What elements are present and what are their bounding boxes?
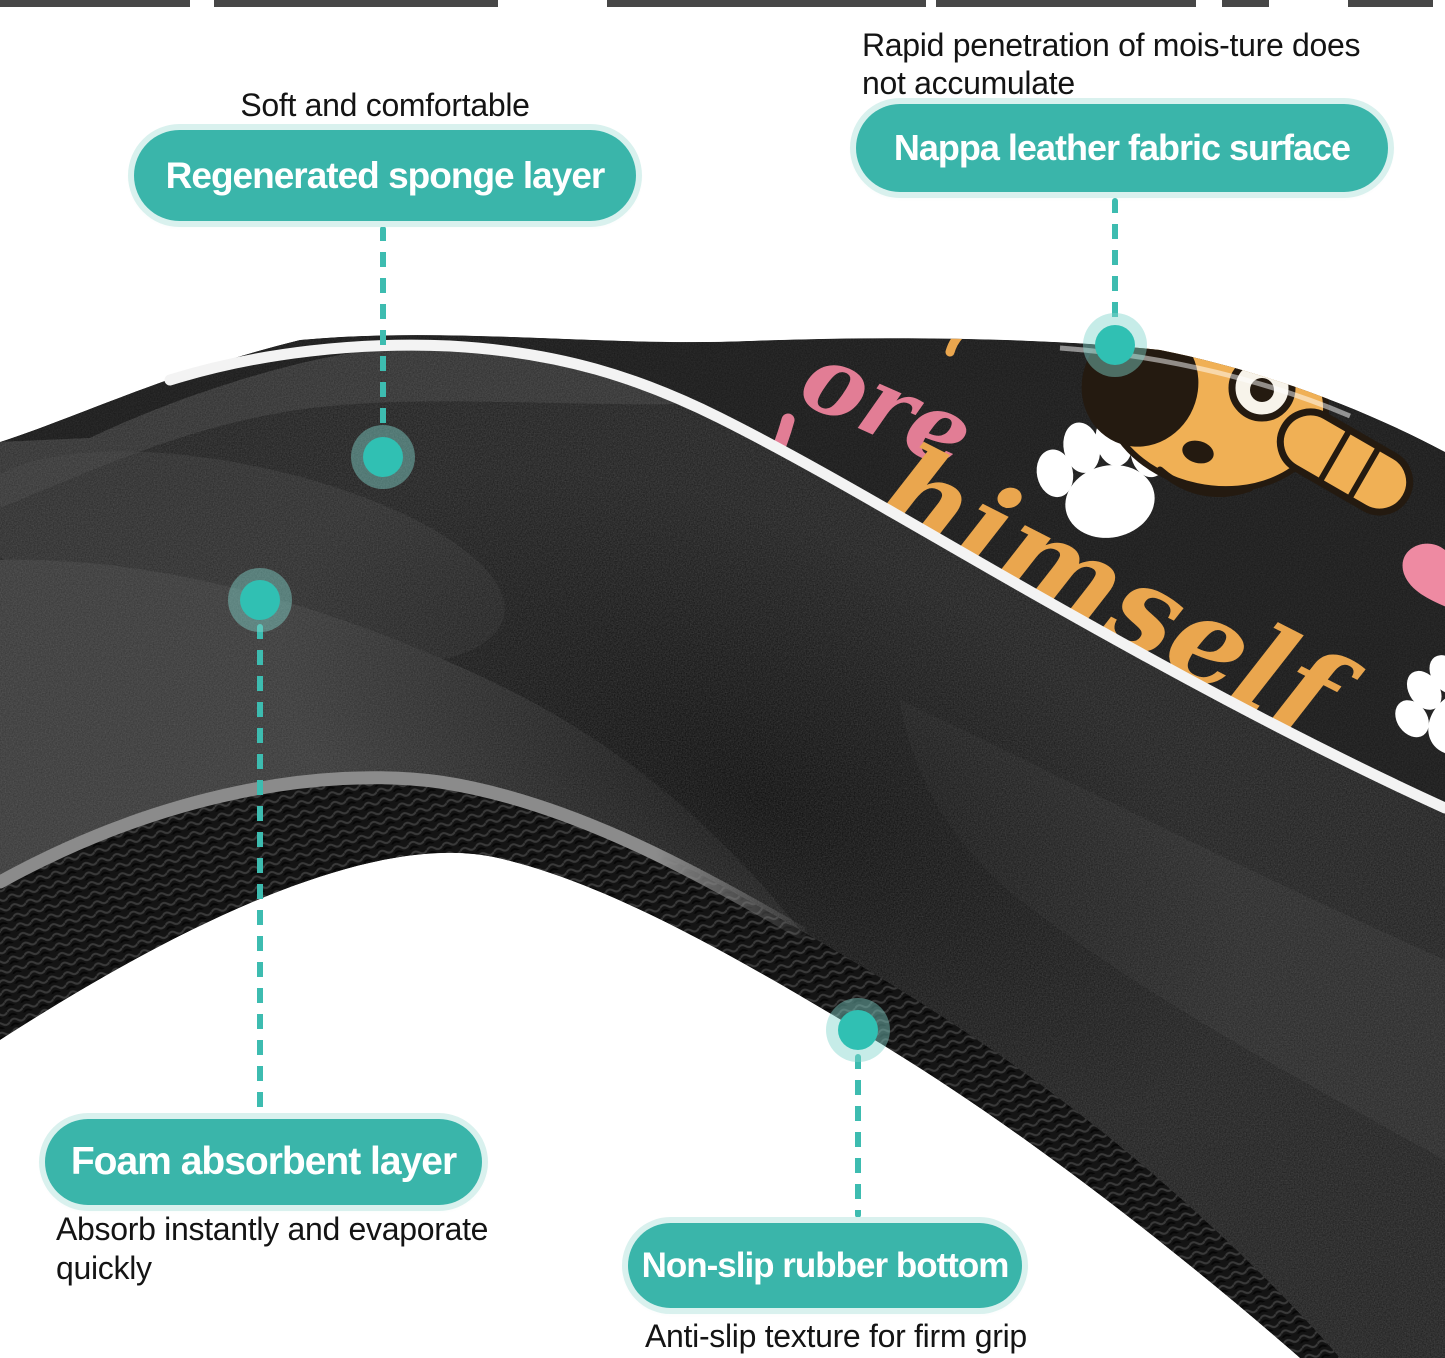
marker-dot-rubber	[838, 1010, 878, 1050]
pill-foam-absorbent-layer: Foam absorbent layer	[45, 1119, 482, 1205]
connector-line-foam	[257, 624, 263, 1116]
caption-line: Rapid penetration of mois-ture does	[862, 27, 1361, 63]
caption-soft-and-comfortable: Soft and comfortable	[240, 87, 530, 123]
caption-anti-slip-texture: Anti-slip texture for firm grip	[645, 1318, 1027, 1354]
pill-label: Foam absorbent layer	[70, 1140, 457, 1183]
caption-rapid-penetration: Rapid penetration of mois-ture does not …	[862, 26, 1422, 102]
pill-regenerated-sponge-layer: Regenerated sponge layer	[134, 130, 636, 221]
caption-line: Absorb instantly and evaporate	[56, 1211, 489, 1247]
connector-line-nappa	[1112, 198, 1118, 322]
connector-line-rubber	[855, 1054, 861, 1218]
pill-label: Nappa leather fabric surface	[893, 127, 1351, 168]
connector-line-sponge	[380, 226, 386, 434]
gray-piping	[0, 771, 807, 939]
caption-absorb-instantly: Absorb instantly and evaporate quickly	[56, 1210, 546, 1288]
heart-icon	[1402, 529, 1445, 618]
marker-dot-foam	[240, 580, 280, 620]
marker-dot-sponge	[363, 437, 403, 477]
pill-label: Regenerated sponge layer	[165, 154, 606, 196]
dog-paw	[1276, 408, 1414, 516]
caption-line: not accumulate	[862, 65, 1075, 101]
pill-non-slip-rubber-bottom: Non-slip rubber bottom	[628, 1223, 1022, 1308]
pill-nappa-leather-fabric-surface: Nappa leather fabric surface	[856, 104, 1388, 192]
dog-nose	[1182, 440, 1214, 464]
rubber-texture-band	[0, 775, 1340, 1358]
marker-dot-nappa	[1095, 325, 1135, 365]
pill-label: Non-slip rubber bottom	[641, 1245, 1010, 1285]
top-crop-strip	[0, 0, 1433, 7]
caption-line: quickly	[56, 1250, 152, 1286]
